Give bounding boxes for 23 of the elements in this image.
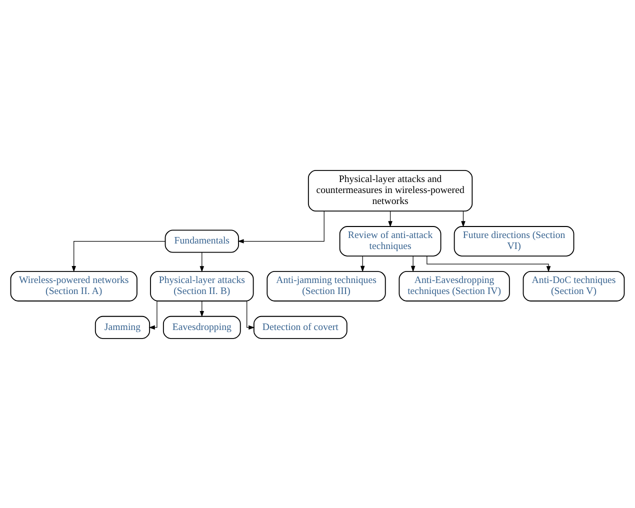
arrow xyxy=(461,210,466,227)
arrow xyxy=(388,210,392,227)
arrow xyxy=(238,210,324,243)
arrow xyxy=(148,300,158,330)
node-box: Eavesdropping xyxy=(162,315,241,338)
node-box: Review of anti-attack techniques xyxy=(339,226,442,256)
node-box: Detection of covert xyxy=(253,315,348,338)
node-box: Fundamentals xyxy=(164,229,239,252)
node-box: Future directions (Section VI) xyxy=(454,226,574,256)
arrow xyxy=(72,240,166,272)
arrow xyxy=(360,255,365,272)
node-box: Anti-Eavesdropping techniques (Section IV) xyxy=(398,270,510,301)
node-box: Jamming xyxy=(94,315,150,338)
node-box: Wireless-powered networks (Section II. A) xyxy=(10,270,138,301)
arrow xyxy=(410,255,416,272)
node-box: Anti-jamming techniques (Section III) xyxy=(266,270,386,301)
node-box: Anti-DoC techniques (Section V) xyxy=(522,270,625,301)
node-box: Physical-layer attacks (Section II. B) xyxy=(150,270,254,301)
arrow xyxy=(200,300,204,317)
arrow xyxy=(426,255,551,272)
node-box: Physical-layer attacks and countermeasures in wireless-powered networks xyxy=(308,170,473,212)
arrow xyxy=(200,252,204,272)
arrow xyxy=(246,300,255,330)
